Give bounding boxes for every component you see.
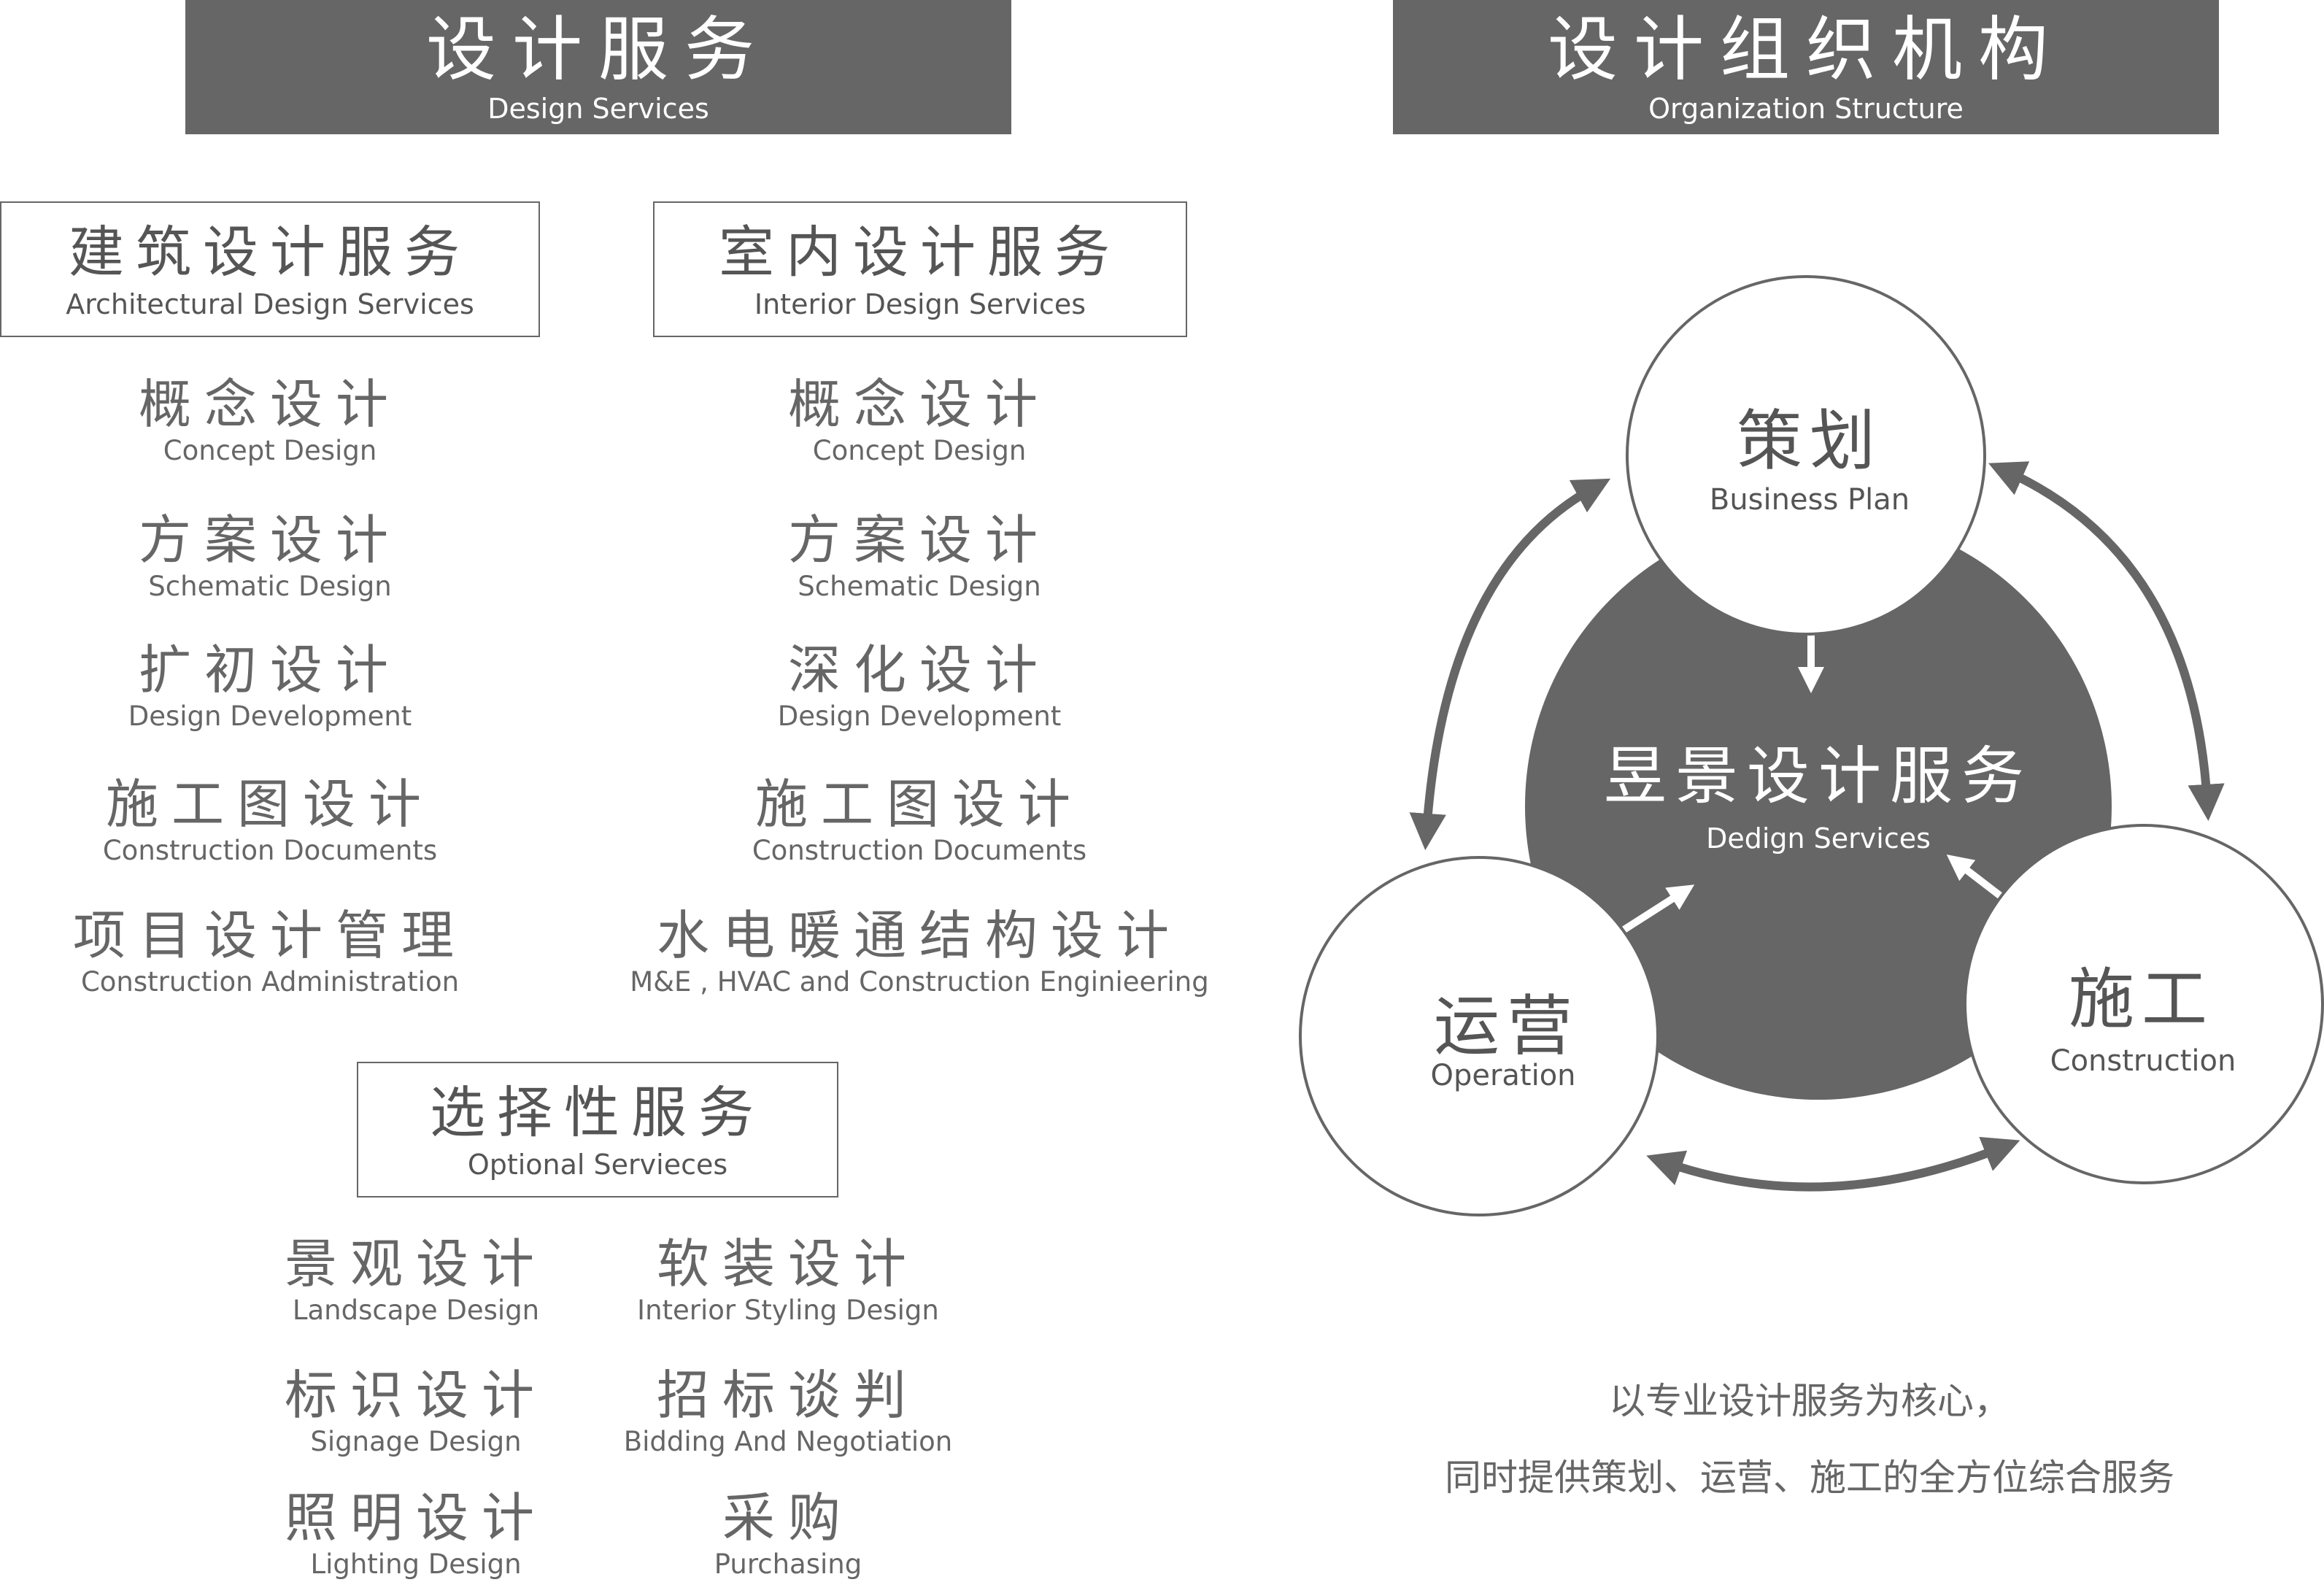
optional-services-box: 选择性服务 Optional Servieces <box>357 1062 838 1197</box>
arrow-top-right <box>1988 461 2225 822</box>
section-title: 选择性服务 <box>430 1080 765 1145</box>
list-item: 水电暖通结构设计 M&E , HVAC and Construction Eng… <box>598 905 1240 998</box>
center-label-zh: 昱景设计服务 <box>1604 740 2033 813</box>
item-zh: 照明设计 <box>284 1487 547 1548</box>
list-item: 招标谈判 Bidding And Negotiation <box>606 1365 970 1458</box>
summary-line-1: 以专业设计服务为核心， <box>1609 1380 2010 1422</box>
item-en: Schematic Design <box>798 571 1041 602</box>
top-circle <box>1626 275 1986 636</box>
item-en: Construction Documents <box>752 835 1087 866</box>
list-item: 施工图设计 Construction Documents <box>598 774 1240 867</box>
list-item: 深化设计 Design Development <box>598 639 1240 733</box>
item-en: Construction Documents <box>102 835 438 866</box>
summary-line-2: 同时提供策划、运营、施工的全方位综合服务 <box>1445 1457 2174 1499</box>
right-circle <box>1964 824 2324 1184</box>
item-en: Schematic Design <box>148 571 392 602</box>
banner-subtitle: Organization Structure <box>1648 93 1964 125</box>
item-en: Purchasing <box>714 1548 862 1580</box>
item-zh: 概念设计 <box>138 374 401 435</box>
list-item: 软装设计 Interior Styling Design <box>606 1233 970 1327</box>
section-subtitle: Architectural Design Services <box>66 288 474 320</box>
section-subtitle: Optional Servieces <box>467 1149 728 1181</box>
optional-services-right-list: 软装设计 Interior Styling Design 招标谈判 Biddin… <box>606 1233 970 1591</box>
arrow-top-left <box>1409 478 1611 851</box>
list-item: 概念设计 Concept Design <box>0 374 540 467</box>
section-title: 建筑设计服务 <box>69 220 471 285</box>
item-zh: 采购 <box>722 1487 854 1548</box>
item-en: Landscape Design <box>292 1295 540 1326</box>
center-label-en: Dedign Services <box>1706 822 1931 855</box>
architectural-services-list: 概念设计 Concept Design 方案设计 Schematic Desig… <box>0 365 540 1022</box>
section-subtitle: Interior Design Services <box>754 288 1086 320</box>
left-circle <box>1299 856 1659 1216</box>
item-en: Construction Administration <box>80 966 460 998</box>
item-en: Design Development <box>128 701 412 732</box>
right-label-en: Construction <box>2050 1044 2236 1078</box>
organization-diagram: 昱景设计服务 Dedign Services 策划 Business Plan … <box>1299 275 2324 1216</box>
list-item: 项目设计管理 Construction Administration <box>0 905 540 998</box>
item-en: Bidding And Negotiation <box>623 1426 953 1457</box>
section-title: 室内设计服务 <box>719 220 1122 285</box>
list-item: 采购 Purchasing <box>606 1487 970 1581</box>
list-item: 方案设计 Schematic Design <box>0 509 540 603</box>
banner-title: 设计服务 <box>426 9 771 90</box>
list-item: 照明设计 Lighting Design <box>233 1487 598 1581</box>
left-label-en: Operation <box>1430 1059 1575 1092</box>
item-en: Signage Design <box>310 1426 522 1457</box>
item-zh: 方案设计 <box>787 509 1051 571</box>
list-item: 施工图设计 Construction Documents <box>0 774 540 867</box>
item-en: Concept Design <box>812 435 1027 466</box>
banner-title: 设计组织机构 <box>1548 9 2064 90</box>
item-zh: 施工图设计 <box>105 774 434 835</box>
list-item: 扩初设计 Design Development <box>0 639 540 733</box>
list-item: 标识设计 Signage Design <box>233 1365 598 1458</box>
item-en: Design Development <box>777 701 1062 732</box>
banner-subtitle: Design Services <box>487 93 709 125</box>
arrow-bottom <box>1646 1136 2020 1192</box>
item-en: Interior Styling Design <box>637 1295 939 1326</box>
architectural-services-box: 建筑设计服务 Architectural Design Services <box>0 201 540 337</box>
item-zh: 概念设计 <box>787 374 1051 435</box>
list-item: 概念设计 Concept Design <box>598 374 1240 467</box>
optional-services-left-list: 景观设计 Landscape Design 标识设计 Signage Desig… <box>233 1233 598 1591</box>
organization-structure-banner: 设计组织机构 Organization Structure <box>1393 0 2219 134</box>
left-label-zh: 运营 <box>1434 988 1580 1065</box>
item-zh: 深化设计 <box>787 639 1051 701</box>
item-zh: 招标谈判 <box>656 1365 919 1426</box>
design-services-banner: 设计服务 Design Services <box>185 0 1011 134</box>
item-en: Concept Design <box>163 435 377 466</box>
item-zh: 扩初设计 <box>138 639 401 701</box>
item-zh: 景观设计 <box>284 1233 547 1295</box>
item-zh: 项目设计管理 <box>72 905 467 966</box>
interior-services-box: 室内设计服务 Interior Design Services <box>653 201 1187 337</box>
item-zh: 施工图设计 <box>754 774 1084 835</box>
right-label-zh: 施工 <box>2069 961 2215 1038</box>
item-zh: 水电暖通结构设计 <box>656 905 1182 966</box>
item-zh: 软装设计 <box>656 1233 919 1295</box>
list-item: 景观设计 Landscape Design <box>233 1233 598 1327</box>
item-en: M&E , HVAC and Construction Enginieering <box>630 966 1209 998</box>
list-item: 方案设计 Schematic Design <box>598 509 1240 603</box>
top-label-en: Business Plan <box>1710 483 1910 517</box>
item-zh: 标识设计 <box>284 1365 547 1426</box>
item-zh: 方案设计 <box>138 509 401 571</box>
item-en: Lighting Design <box>310 1548 522 1580</box>
interior-services-list: 概念设计 Concept Design 方案设计 Schematic Desig… <box>598 365 1240 1022</box>
top-label-zh: 策划 <box>1737 403 1883 479</box>
